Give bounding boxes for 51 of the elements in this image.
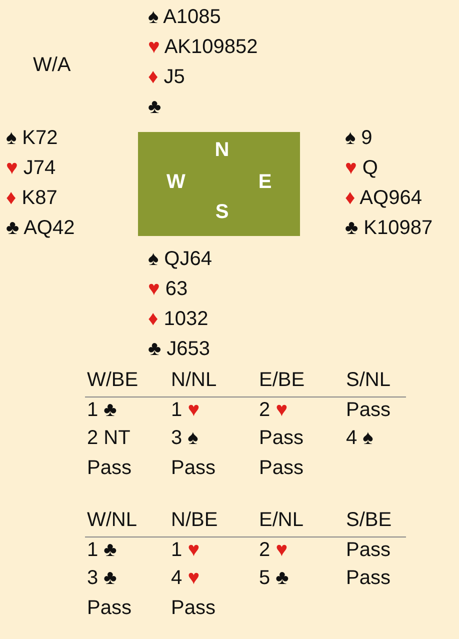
hand-holding: ♦ 1032	[148, 307, 208, 331]
bid-text: Pass	[346, 566, 390, 590]
bid-text: 2 ♥	[259, 398, 288, 422]
bid-text: 1 ♣	[87, 398, 117, 422]
bid-text: 1 ♥	[171, 398, 200, 422]
hand-holding: ♠ A1085	[148, 5, 221, 29]
bid-text: Pass	[87, 456, 132, 480]
hand-holding: ♦ K87	[6, 186, 58, 210]
hand-holding: ♥ AK109852	[148, 35, 258, 59]
player-heading: W/NL	[87, 508, 137, 532]
bid-text: Pass	[87, 596, 132, 620]
hand-holding: ♣ AQ42	[6, 216, 75, 240]
player-heading: S/BE	[346, 508, 392, 532]
table-card	[138, 132, 300, 236]
compass-letter: E	[258, 170, 272, 194]
bid-text: 5 ♣	[259, 566, 289, 590]
hand-holding: ♣	[148, 95, 162, 119]
player-heading: S/NL	[346, 368, 390, 392]
player-heading: N/NL	[171, 368, 217, 392]
compass-letter: N	[214, 138, 230, 162]
hand-holding: ♥ 63	[148, 277, 188, 301]
bid-text: 4 ♠	[346, 426, 374, 450]
hand-holding: ♣ J653	[148, 337, 210, 361]
bid-text: 4 ♥	[171, 566, 200, 590]
hand-holding: ♣ K10987	[345, 216, 433, 240]
hand-holding: ♠ K72	[6, 126, 58, 150]
player-heading: W/BE	[87, 368, 138, 392]
bid-text: 1 ♥	[171, 538, 200, 562]
hand-holding: ♠ 9	[345, 126, 372, 150]
hand-holding: ♥ J74	[6, 156, 56, 180]
hand-holding: ♥ Q	[345, 156, 378, 180]
bid-text: Pass	[346, 398, 390, 422]
compass-letter: W	[166, 170, 186, 194]
player-heading: E/NL	[259, 508, 304, 532]
dealer-vulnerability: W/A	[33, 53, 71, 77]
bid-text: 3 ♠	[171, 426, 198, 450]
bid-text: Pass	[171, 596, 216, 620]
bid-text: 2 NT	[87, 426, 130, 450]
bid-text: 2 ♥	[259, 538, 288, 562]
bid-text: 3 ♣	[87, 566, 117, 590]
player-heading: N/BE	[171, 508, 218, 532]
bid-text: Pass	[259, 456, 304, 480]
bid-text: Pass	[259, 426, 304, 450]
hand-holding: ♦ AQ964	[345, 186, 422, 210]
bid-text: 1 ♣	[87, 538, 117, 562]
player-heading: E/BE	[259, 368, 305, 392]
bid-text: Pass	[346, 538, 390, 562]
bid-text: Pass	[171, 456, 216, 480]
compass-letter: S	[215, 200, 229, 224]
hand-holding: ♦ J5	[148, 65, 185, 89]
hand-holding: ♠ QJ64	[148, 247, 212, 271]
